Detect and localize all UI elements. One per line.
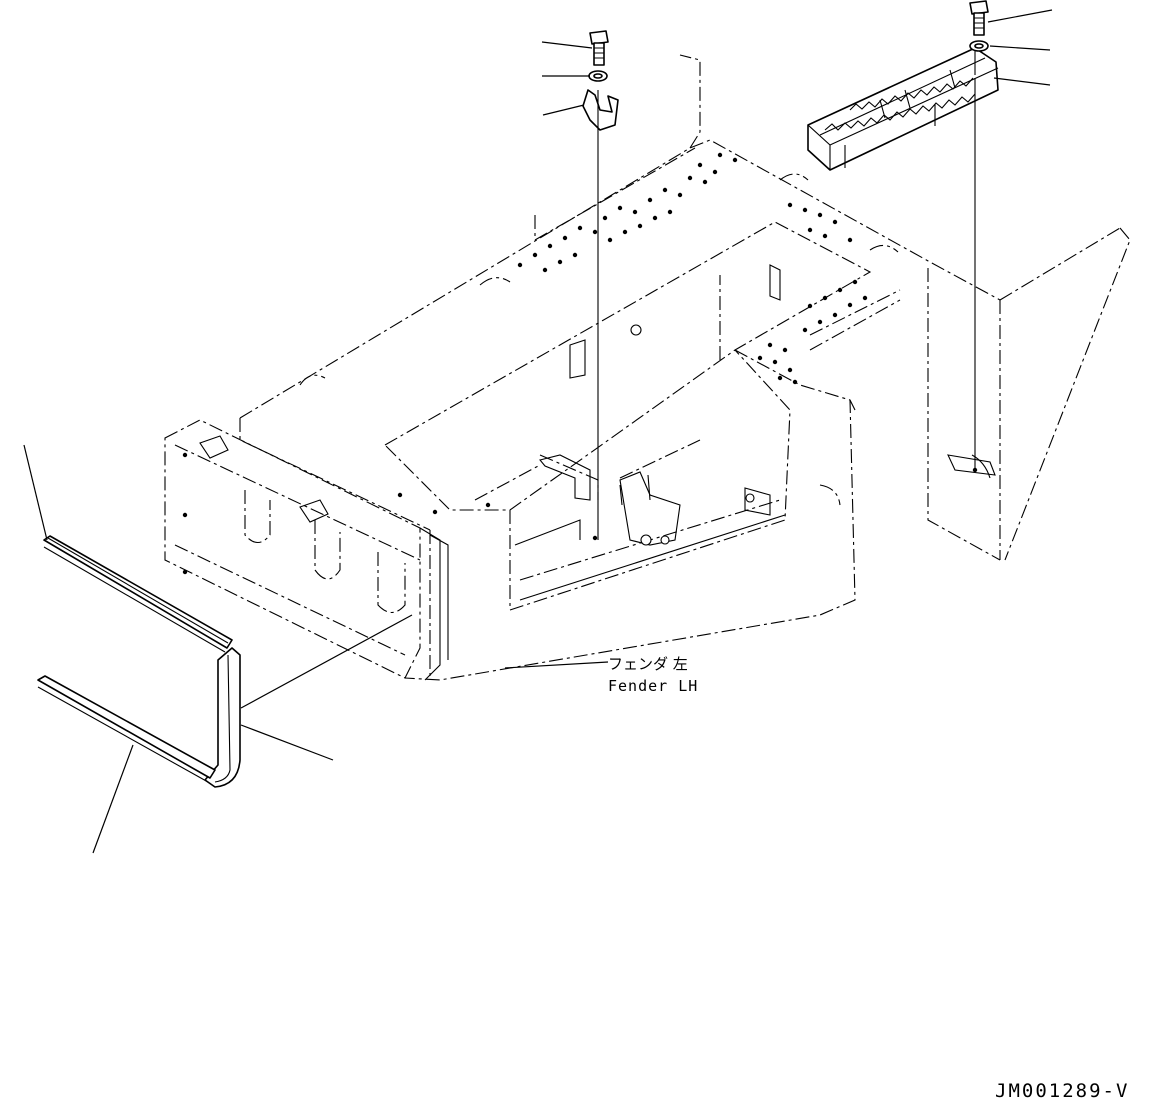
trim-seal-upper[interactable] (43, 535, 233, 653)
trim-seal-lower[interactable] (37, 647, 241, 788)
washer-2[interactable] (969, 40, 989, 52)
fender-assembly (164, 54, 1131, 681)
bolt-2[interactable] (969, 0, 989, 36)
drawing-code: JM001289-V (995, 1080, 1129, 1102)
clamp-1[interactable] (582, 89, 619, 540)
step-plate[interactable] (807, 47, 999, 171)
washer-1[interactable] (588, 70, 608, 82)
fender-name-en: Fender LH (608, 677, 698, 695)
fender-name-jp: フェンダ 左 (608, 655, 688, 673)
bolt-1[interactable] (589, 30, 609, 66)
